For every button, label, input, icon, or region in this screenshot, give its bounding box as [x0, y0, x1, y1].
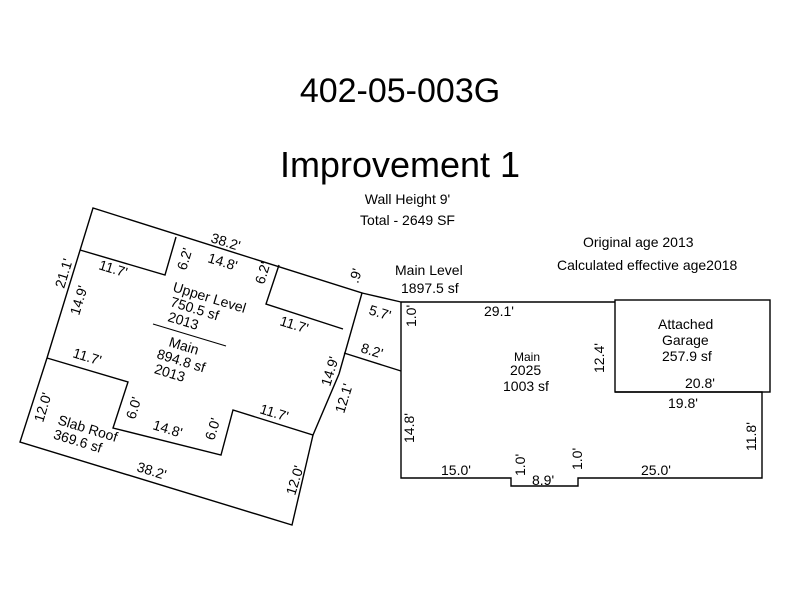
- dim-label: 12.0': [31, 391, 55, 424]
- dim-label: 14.9': [67, 284, 91, 317]
- dim-label: 14.8': [401, 413, 417, 443]
- dim-label: 14.9': [318, 355, 342, 388]
- dim-label: 8.9': [532, 472, 554, 488]
- dim-label: 8.2': [359, 340, 385, 362]
- dim-label: 14.8': [151, 417, 184, 441]
- dim-label: 19.8': [668, 395, 698, 411]
- upper-level-outline: [46, 207, 363, 375]
- dimension-labels: 38.2' 14.8' 6.2' 6.2' 21.1' 14.9' 11.7' …: [31, 230, 759, 497]
- dim-label: 1.0': [569, 448, 585, 470]
- dim-label: 11.7': [258, 401, 290, 425]
- dim-label: 5.7': [367, 302, 393, 324]
- main-right-name: Main: [514, 350, 540, 364]
- garage-name-2: Garage: [662, 332, 709, 348]
- dim-label: 11.8': [743, 422, 759, 451]
- dim-label: 6.0': [123, 395, 145, 421]
- improvement-title: Improvement 1: [279, 144, 521, 185]
- dim-label: 15.0': [441, 462, 471, 478]
- right-building: [400, 299, 771, 487]
- dim-label: .9': [346, 266, 365, 284]
- upper-notch-right: [265, 264, 344, 330]
- dim-label: 1.0': [512, 454, 528, 476]
- original-age-label: Original age 2013: [583, 234, 694, 250]
- dim-label: 25.0': [641, 462, 671, 478]
- main-level-name: Main Level: [395, 262, 463, 278]
- garage-outline: [614, 299, 771, 393]
- parcel-id-title: 402-05-003G: [299, 72, 501, 110]
- dim-label: 12.1': [332, 382, 356, 415]
- dim-label: 20.8': [685, 375, 715, 391]
- left-building: [19, 207, 402, 526]
- main-right-outline: [400, 302, 763, 487]
- garage-size: 257.9 sf: [662, 348, 712, 364]
- dim-label: 11.7': [71, 345, 103, 369]
- dim-label: 6.2': [252, 260, 274, 286]
- dim-label: 1.0': [403, 305, 419, 327]
- area-divider-line: [152, 323, 227, 347]
- slab-roof-outline: [19, 357, 314, 526]
- total-area-label: Total - 2649 SF: [360, 212, 455, 228]
- dim-label: 6.2': [174, 246, 196, 272]
- garage-name: Attached: [658, 316, 713, 332]
- main-right-size: 1003 sf: [503, 378, 549, 394]
- wall-height-label: Wall Height 9': [364, 191, 451, 207]
- main-level-size: 1897.5 sf: [401, 280, 459, 296]
- connector-bottom: [343, 352, 402, 372]
- dim-label: 29.1': [484, 303, 514, 319]
- dim-label: 11.7': [97, 257, 129, 281]
- main-right-year: 2025: [510, 362, 541, 378]
- dim-label: 12.4': [591, 343, 607, 373]
- dim-label: 21.1': [52, 257, 76, 290]
- connector-top: [361, 292, 402, 303]
- dim-label: 6.0': [202, 416, 224, 442]
- upper-notch-left: [79, 236, 177, 276]
- effective-age-label: Calculated effective age2018: [557, 257, 738, 273]
